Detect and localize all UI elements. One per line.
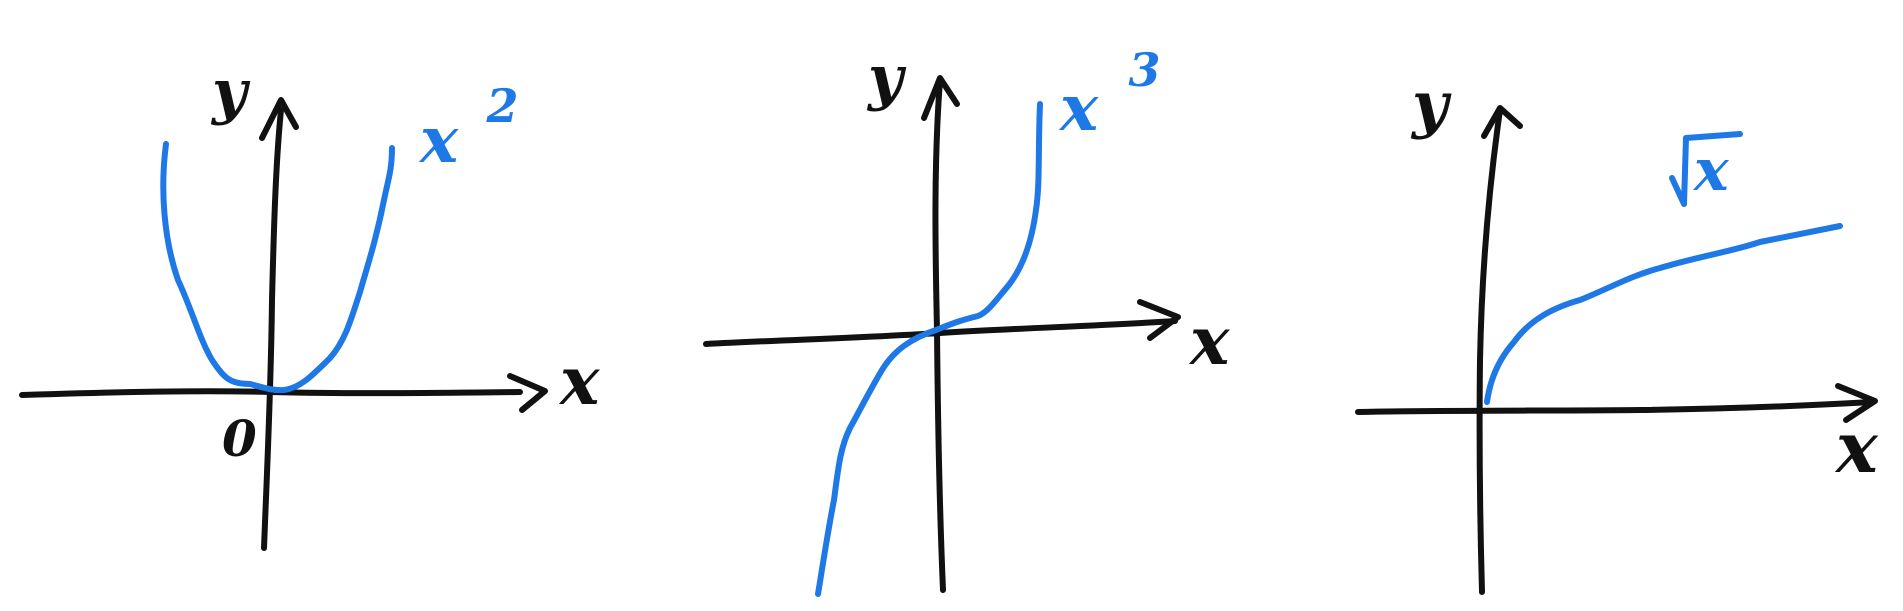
graph3-y-arrowhead <box>1481 105 1523 139</box>
graph2-curve-label-base: x <box>1058 71 1099 146</box>
graph1-curve-label: x 2 <box>418 79 518 178</box>
graph2-y-arrowhead <box>921 75 960 121</box>
graph3-curve-sqrt-x <box>1484 223 1843 405</box>
graph3-radical-sign <box>1669 131 1743 207</box>
graph2-x-arrowhead <box>1137 299 1181 341</box>
graph2-curve-label-exp: 3 <box>1128 43 1160 97</box>
graph3-x-label: x <box>1834 406 1879 489</box>
graph3-x-axis <box>1355 399 1875 415</box>
graph1-origin-label: 0 <box>222 409 257 468</box>
graph1-curve-label-exp: 2 <box>485 79 518 133</box>
graph3-curve-label: x <box>1669 131 1743 207</box>
graph1-x-label: x <box>558 342 600 420</box>
graph1-y-arrowhead <box>259 97 299 141</box>
graph2-curve-x-cubed <box>815 101 1043 597</box>
graph-square: y x 0 x 2 <box>19 57 600 551</box>
graph3-x-arrowhead <box>1835 383 1878 423</box>
graph2-curve-label: x 3 <box>1058 43 1160 146</box>
graph1-curve-x-squared <box>160 141 395 394</box>
graph1-x-arrowhead <box>507 373 548 413</box>
graph3-y-axis <box>1476 107 1503 595</box>
graph2-x-label: x <box>1188 302 1230 380</box>
graph-cube: y x x 3 <box>703 43 1230 597</box>
graph1-y-label: y <box>210 57 251 127</box>
graph3-y-label: y <box>1410 68 1452 141</box>
graph2-y-label: y <box>866 43 907 113</box>
graph-square-root: y x x <box>1355 68 1879 595</box>
graph3-curve-label-base: x <box>1692 136 1730 204</box>
graph1-y-axis <box>261 107 284 551</box>
graph2-x-axis <box>703 318 1178 347</box>
graph1-curve-label-base: x <box>418 103 459 178</box>
